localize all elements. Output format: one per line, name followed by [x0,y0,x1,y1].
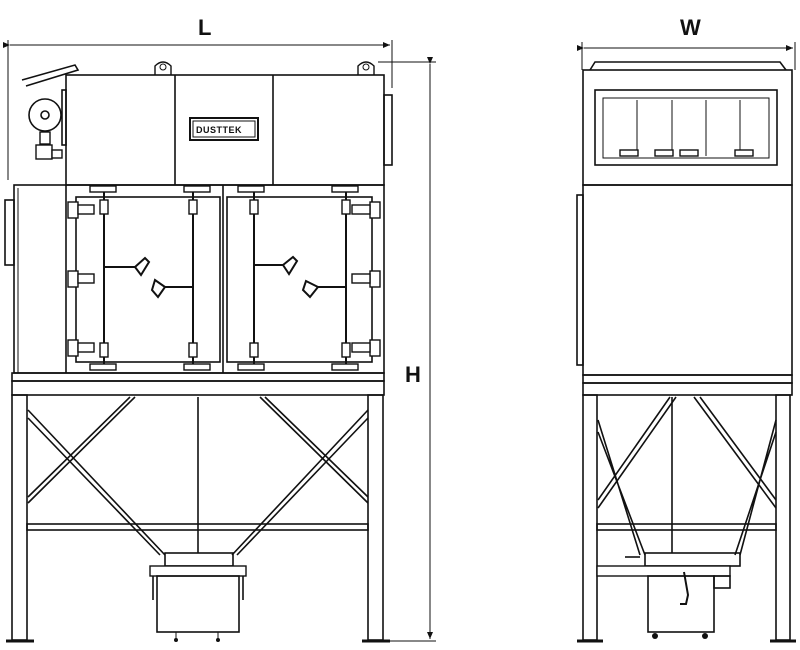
front-view: DUSTTEK [4,61,393,643]
filter-door-left [75,196,221,363]
width-dimension: W [577,15,796,70]
width-label: W [680,15,701,40]
side-leg-right [775,394,791,641]
dust-bin-front [156,575,240,633]
height-label: H [405,362,421,387]
height-dimension: H [378,57,436,642]
length-label: L [198,15,211,40]
dusttek-logo: DUSTTEK [189,117,259,141]
inspection-window [594,89,778,166]
svg-text:DUSTTEK: DUSTTEK [196,125,242,135]
side-view [576,61,796,643]
pressure-gauge-icon [28,98,62,132]
leg-left [11,394,28,641]
dust-bin-side [647,575,715,633]
side-leg-left [582,394,598,641]
leg-right [367,394,384,641]
filter-door-right [226,196,373,363]
length-dimension: L [3,15,393,180]
door-handle-icons [104,255,346,299]
